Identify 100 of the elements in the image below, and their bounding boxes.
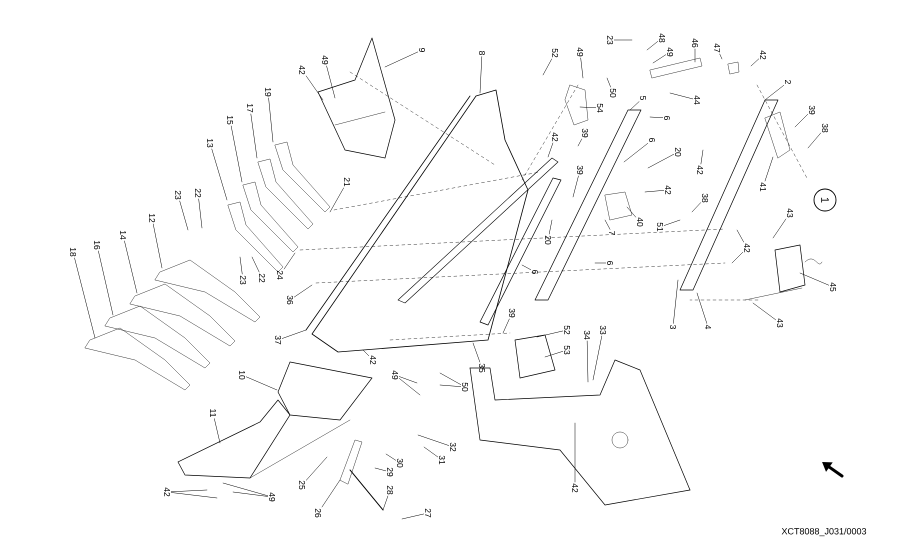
callout-number: 23 [607,36,613,44]
leader-line [398,376,418,384]
leader-line [536,330,564,338]
leader-line [170,492,218,498]
leader-line [592,336,602,380]
leader-line [542,58,552,76]
leader-line [440,384,462,387]
callout-number: 15 [227,116,233,124]
callout-number: 39 [577,166,583,174]
callout-number: 42 [697,165,703,174]
leader-line [548,142,554,158]
leader-line [700,150,704,164]
callout-number: 34 [584,330,590,340]
leader-line [572,176,579,198]
leader-line [673,280,678,324]
callout-number: 42 [744,243,750,252]
leader-line [282,330,306,339]
leader-line [696,292,708,324]
leader-line [198,198,202,228]
leader-line [98,250,114,316]
leader-line [386,454,396,461]
leader-line [548,220,552,234]
callout-number: 20 [675,148,681,156]
leader-line [772,218,786,238]
callout-number: 49 [577,47,583,56]
callout-number: 42 [665,185,671,194]
callout-number: 42 [370,355,376,364]
callout-number: 4 [705,324,711,330]
leader-line [179,200,188,230]
leader-line [246,376,278,390]
callout-number: 22 [259,274,265,282]
callout-number: 6 [532,270,538,274]
leader-line [808,132,822,148]
callout-number: 10 [239,370,245,380]
callout-number: 41 [760,182,766,192]
callout-number: 14 [120,230,126,240]
leader-line [252,256,260,272]
leader-line [719,54,722,60]
leader-line [604,220,610,230]
callout-number: 32 [450,442,456,452]
leader-line [692,202,702,212]
leader-line [250,114,258,158]
callout-number: 5 [640,96,646,100]
leader-line [212,148,228,200]
callout-number: 38 [822,124,828,132]
callout-number: 12 [149,214,155,222]
leader-line [586,340,588,382]
callout-number: 42 [299,65,305,74]
callout-number: 52 [552,48,558,58]
callout-number: 42 [164,487,170,496]
callout-number: 50 [462,382,468,392]
callout-number: 51 [657,222,663,232]
callout-number: 50 [610,88,616,98]
leader-line [124,240,138,294]
callout-number: 9 [419,48,425,52]
leader-line [606,78,611,88]
leader-line [732,252,744,264]
callout-number: 31 [439,456,445,464]
callout-number: 18 [70,248,76,256]
callout-number: 49 [667,47,673,56]
callout-number: 29 [387,468,393,476]
leader-line [222,482,268,496]
callout-number: 6 [664,116,670,120]
leader-line [480,56,482,94]
leader-line [398,378,420,396]
leader-line [652,54,666,64]
callout-number: 25 [299,480,305,490]
leader-line [502,318,510,334]
leader-line [522,264,532,270]
callout-number: 45 [830,282,836,292]
callout-number: 38 [702,194,708,202]
leader-line [374,468,386,472]
leader-line [650,116,664,118]
callout-number: 30 [397,458,403,468]
callout-number: 49 [392,370,398,380]
leader-line [284,252,296,270]
leader-line [322,480,340,508]
leader-line [424,446,438,458]
leader-line [648,154,674,168]
leader-line [574,422,576,482]
callout-number: 7 [609,231,615,235]
leader-line [232,492,268,497]
callout-number: 42 [760,50,766,60]
leader-line [794,114,808,128]
leader-line [170,490,208,492]
callout-number: 17 [247,104,253,112]
callout-number: 6 [607,261,613,265]
leader-line [594,262,606,264]
leader-line [326,66,336,98]
callout-number: 6 [649,138,655,142]
callout-number: 44 [694,95,700,104]
leader-line [306,456,328,481]
leader-line [384,52,418,68]
callout-number: 2 [785,80,791,84]
callout-number: 21 [344,178,350,186]
leader-line [294,284,312,298]
callout-number: 11 [210,409,216,417]
leader-line [268,98,274,142]
callout-number: 39 [582,128,588,138]
callout-number: 33 [600,326,606,334]
